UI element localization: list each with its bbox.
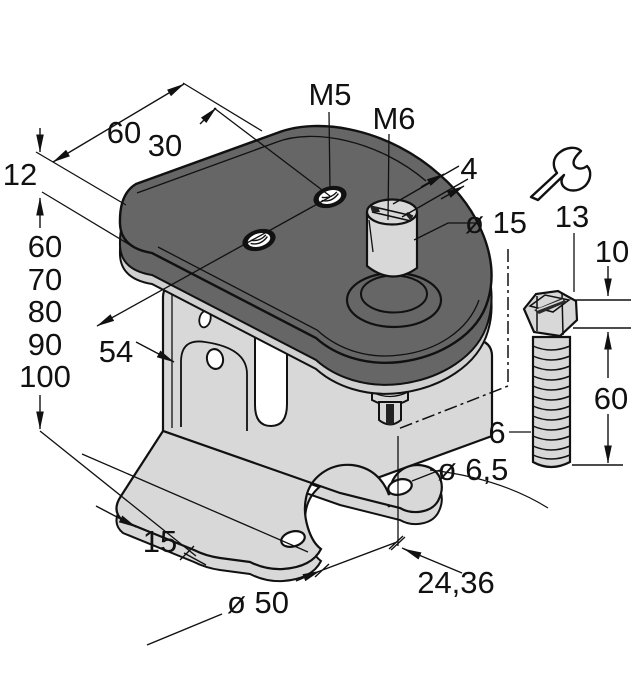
- screw-head-slot-groove: [536, 299, 564, 311]
- m5-hole-rear: [242, 228, 276, 252]
- dim-line-bracket-width-b: [135, 341, 175, 363]
- dim-line-hole-spacing: [199, 107, 217, 125]
- dimension-annotations: [35, 82, 631, 646]
- dim-line-stem-flat-a: [420, 173, 445, 188]
- dim-bracket-width-label: 54: [99, 334, 133, 369]
- dim-line-plate-length: [52, 83, 185, 163]
- m6-stem-body: [365, 211, 419, 278]
- dim-line-hole-offset-arrow: [403, 548, 422, 560]
- dim-line-foot-width: [95, 505, 137, 528]
- boss-inner-ring: [360, 274, 428, 314]
- dim-line-foot-width-tail: [179, 545, 207, 566]
- dim-screw-thread-label: 6: [488, 415, 505, 450]
- bracket-foot: [115, 429, 443, 571]
- dim-hole-spacing-label: 30: [148, 128, 182, 163]
- screw-hex-head: [522, 289, 579, 338]
- dim-line-cutout-a: [146, 613, 223, 646]
- bracket-height-80-label: 80: [28, 294, 62, 329]
- dim-line-stem-flat-b: [440, 185, 465, 200]
- fixing-screw: [522, 289, 579, 469]
- m6-stem-top: [365, 198, 419, 226]
- dim-plate-thickness-label: 12: [3, 157, 37, 192]
- sensor-plate: [118, 124, 493, 395]
- dim-line-cutout-b: [295, 570, 321, 582]
- bracket-vertical-slot: [254, 332, 288, 428]
- lower-stem-slot: [386, 404, 394, 425]
- screw-dim-ticks: [572, 299, 631, 466]
- m6-stem-slot-wedges: [370, 206, 413, 221]
- dim-screw-length-label: 60: [594, 381, 628, 416]
- bracket-height-60-label: 60: [28, 229, 62, 264]
- extension-lines: [35, 82, 331, 557]
- thread-m5-label: M5: [308, 77, 351, 112]
- dimension-labels: 60 30 12 M5 M6 4 ø 15 13 10 60 6 60 70 8…: [3, 77, 629, 620]
- dim-foot-width-label: 15: [143, 524, 177, 559]
- dim-hole-diameter-label: ø 6,5: [438, 452, 509, 487]
- dim-stem-diameter-label: ø 15: [465, 205, 527, 240]
- thread-m6-label: M6: [372, 101, 415, 136]
- dim-hole-offset-label: 24,36: [417, 565, 495, 600]
- bracket-tab-hole: [205, 348, 225, 370]
- plate-chamfer-lines: [136, 135, 480, 357]
- bracket-height-100-label: 100: [19, 359, 71, 394]
- cutout-reference-arc: [429, 469, 549, 509]
- dim-cutout-diameter-label: ø 50: [227, 585, 289, 620]
- dim-wrench-size-label: 13: [555, 199, 589, 234]
- dim-head-height-label: 10: [595, 234, 629, 269]
- screw-thread-lines: [532, 345, 571, 460]
- leader-lines: [328, 111, 575, 482]
- dim-plate-length-label: 60: [107, 115, 141, 150]
- bracket-height-90-label: 90: [28, 327, 62, 362]
- bracket-tab-outline: [180, 340, 248, 431]
- bracket-height-70-label: 70: [28, 262, 62, 297]
- dim-stem-flat-label: 4: [460, 151, 477, 186]
- dim-line-stem-flat-ext: [392, 165, 469, 218]
- alignment-axis-line: [397, 249, 509, 430]
- m6-stem-flat-line: [368, 219, 374, 253]
- dim-line-cutout-c: [314, 535, 404, 578]
- wrench-icon: [529, 146, 592, 202]
- dim-line-bracket-width-a: [96, 196, 331, 327]
